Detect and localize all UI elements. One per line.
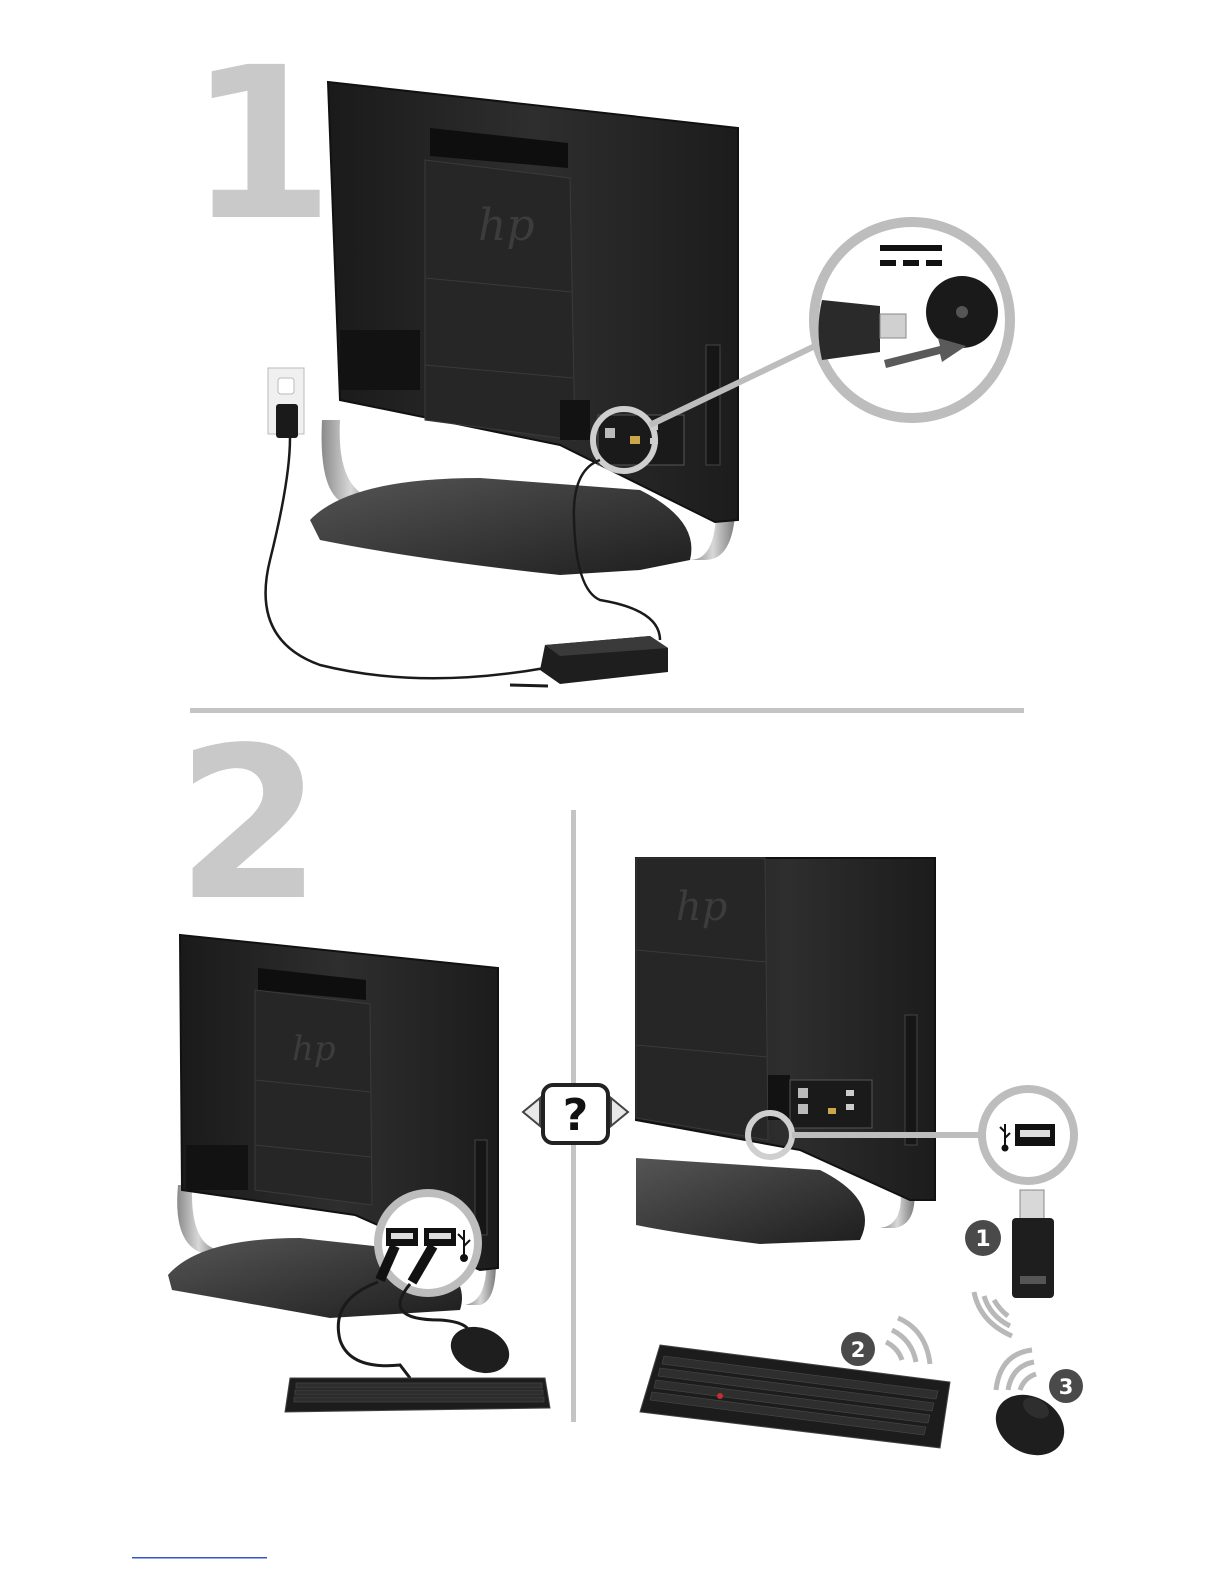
monitor-side-vent-left bbox=[340, 330, 420, 390]
wireless-usb-receiver bbox=[1012, 1190, 1054, 1298]
wireless-hp-logo: hp bbox=[676, 884, 727, 930]
receiver-wireless-signal-icon bbox=[974, 1292, 1012, 1336]
help-choose-option-icon: ? bbox=[523, 1085, 628, 1143]
help-question-mark: ? bbox=[563, 1090, 589, 1141]
mouse-wireless-signal-icon bbox=[996, 1350, 1036, 1390]
monitor-port-panel bbox=[598, 415, 684, 465]
monitor-side-vent-right bbox=[560, 400, 590, 440]
step-2-wireless-option: hp 1 bbox=[636, 858, 1083, 1467]
callout-label-2: 2 bbox=[851, 1338, 866, 1362]
wireless-keyboard bbox=[640, 1345, 950, 1448]
footer-rule bbox=[132, 1557, 267, 1559]
usb-port-zoom-callout bbox=[982, 1089, 1074, 1181]
callout-label-3: 3 bbox=[1059, 1375, 1074, 1399]
section-divider bbox=[190, 708, 1024, 713]
power-adapter bbox=[510, 636, 668, 686]
wall-outlet bbox=[268, 368, 304, 438]
callout-label-1: 1 bbox=[975, 1227, 990, 1252]
hp-logo: hp bbox=[478, 200, 535, 251]
step-2-wired-option: hp bbox=[168, 935, 550, 1412]
power-plug bbox=[819, 300, 881, 360]
monitor-base bbox=[310, 478, 691, 575]
wireless-monitor-base bbox=[636, 1158, 865, 1244]
wired-mouse bbox=[444, 1319, 515, 1381]
wired-keyboard bbox=[285, 1378, 550, 1412]
step-1-illustration: hp bbox=[266, 82, 1010, 686]
monitor-side-port-strip bbox=[706, 345, 720, 465]
wired-hp-logo: hp bbox=[292, 1029, 336, 1069]
keyboard-wireless-signal-icon bbox=[886, 1318, 930, 1364]
power-connector-zoom-callout bbox=[814, 222, 1010, 418]
usb-ports-zoom-callout bbox=[378, 1193, 478, 1293]
